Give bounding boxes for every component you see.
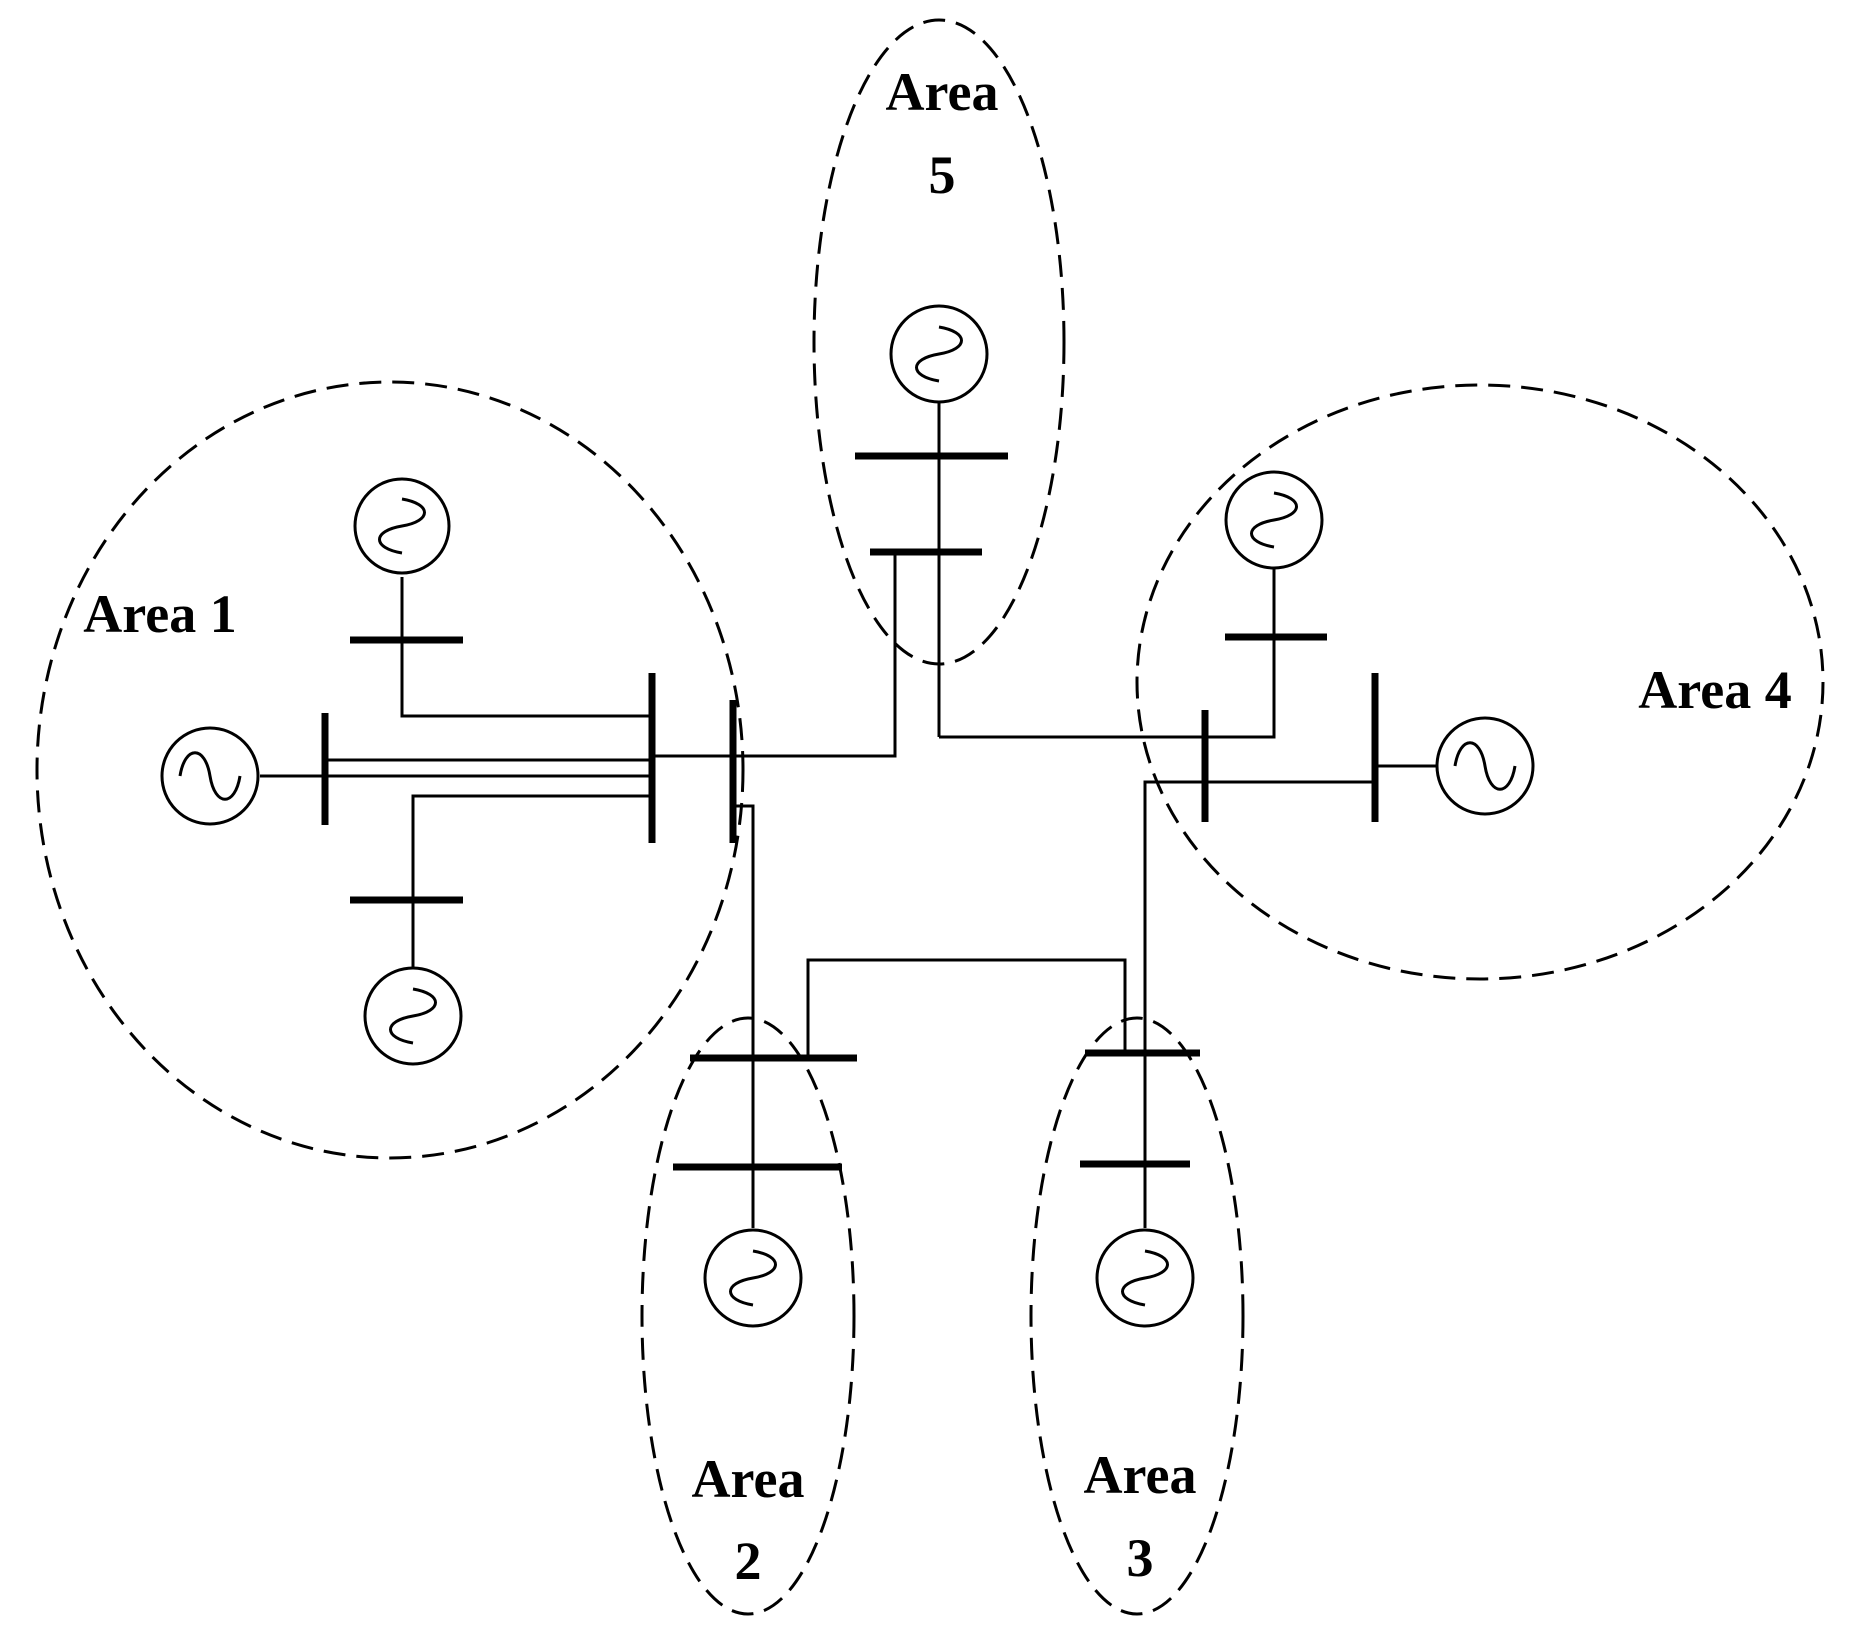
line-tie-to-area5 <box>733 552 897 758</box>
line-top-bus-to-main <box>400 640 652 718</box>
line-bottom-bus-to-main <box>411 794 652 900</box>
area-2-label: 2 <box>735 1531 762 1591</box>
area-4-label: Area 4 <box>1638 660 1791 720</box>
generators <box>160 304 1535 1328</box>
generator-icon <box>353 477 451 575</box>
area-5-label: Area <box>886 62 999 122</box>
area-labels: Area 1 Area 5 Area 4 Area 2 Area 3 <box>83 62 1791 1591</box>
area-2-label: Area <box>692 1449 805 1509</box>
generator-icon <box>703 1228 803 1328</box>
area-5-label: 5 <box>929 145 956 205</box>
area-1-label: Area 1 <box>83 584 236 644</box>
area-3-boundary <box>1029 1016 1245 1616</box>
generator-icon <box>1095 1228 1195 1328</box>
generator-icon <box>1435 716 1535 816</box>
buses <box>321 452 1379 1171</box>
line-area2-to-area3 <box>806 958 1127 1058</box>
area-4-boundary <box>1135 383 1825 981</box>
line-area4-top-gen <box>1205 567 1276 739</box>
generator-icon <box>363 966 463 1066</box>
line-area4-to-area3 <box>1143 780 1205 1053</box>
area-3-label: 3 <box>1127 1528 1154 1588</box>
generator-icon <box>160 726 260 826</box>
transmission-lines <box>260 402 1437 1228</box>
area-boundaries <box>35 18 1825 1616</box>
area-3-label: Area <box>1084 1445 1197 1505</box>
line-tie-to-area2 <box>733 804 755 1058</box>
generator-icon <box>889 304 989 404</box>
area-1-boundary <box>35 380 745 1160</box>
area-2-boundary <box>640 1016 856 1616</box>
generator-icon <box>1224 470 1324 570</box>
